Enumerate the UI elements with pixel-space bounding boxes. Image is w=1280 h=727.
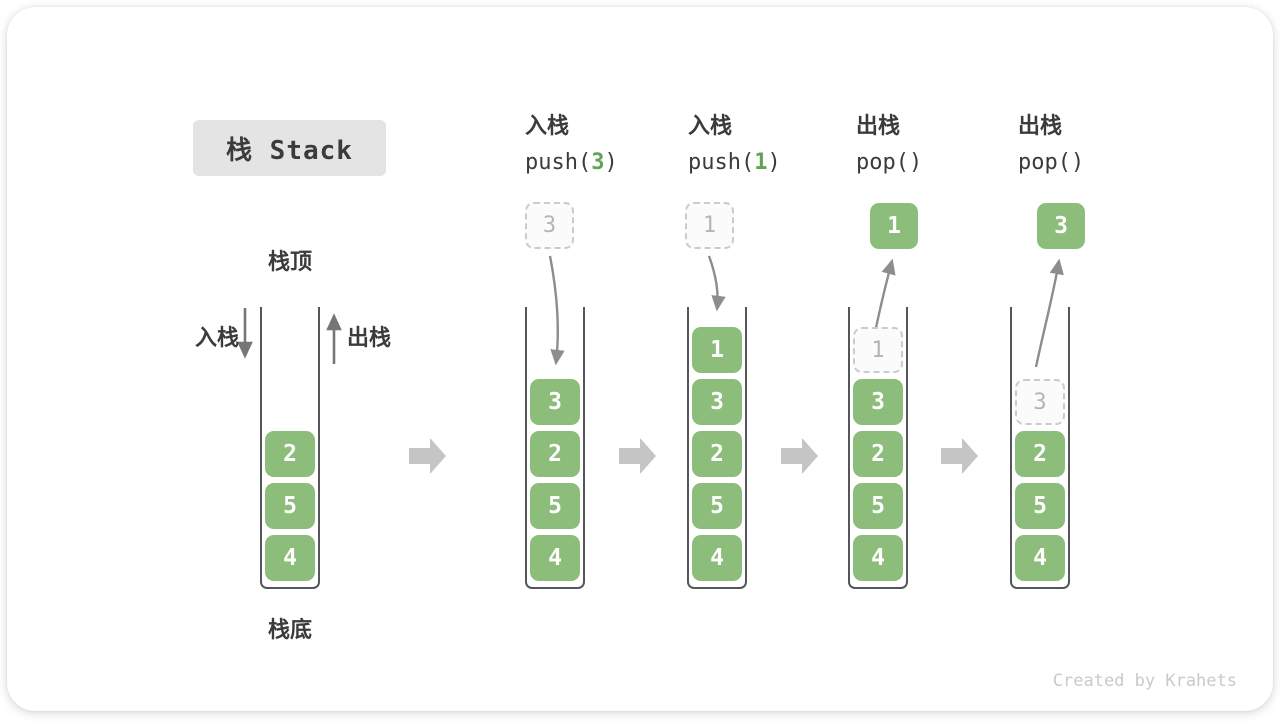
stack-container-pop3: [1010, 307, 1070, 589]
stack-item: 4: [530, 535, 580, 581]
code-pre: push(: [525, 150, 592, 175]
stack-item: 5: [265, 483, 315, 529]
stack-bottom-label: 栈底: [267, 618, 312, 643]
push-side-label: 入栈: [194, 326, 239, 351]
stack-item: 1: [692, 327, 742, 373]
op-label-pop1: 出栈: [856, 114, 901, 139]
op-code-pop1: pop(): [856, 149, 922, 177]
staged-value-box: 1: [685, 202, 734, 249]
code-pre: push(: [688, 150, 755, 175]
credit-text: Created by Krahets: [1052, 671, 1237, 691]
op-code-pop3: pop(): [1018, 149, 1084, 177]
popped-value-box: 3: [1037, 203, 1085, 249]
stack-item: 2: [853, 431, 903, 477]
code-pre: pop(: [856, 150, 909, 175]
op-label-push1: 入栈: [688, 114, 733, 139]
stack-top-label: 栈顶: [267, 250, 312, 275]
stack-item: 2: [530, 431, 580, 477]
stack-item: 2: [265, 431, 315, 477]
stack-container-push3: [525, 307, 585, 589]
stack-item: 5: [853, 483, 903, 529]
code-pre: pop(: [1018, 150, 1071, 175]
code-post: ): [908, 150, 923, 175]
stack-item: 2: [1015, 431, 1065, 477]
stack-item: 4: [692, 535, 742, 581]
code-post: ): [767, 150, 781, 175]
stack-item: 2: [692, 431, 742, 477]
arrows-overlay: [237, 255, 1064, 474]
step-arrow-icon: [619, 438, 656, 474]
stack-container-pop1: [848, 307, 908, 589]
step-arrow-icon: [409, 438, 446, 474]
code-post: ): [1070, 150, 1085, 175]
stack-item: 4: [265, 535, 315, 581]
staged-value-box: 3: [525, 202, 574, 249]
stack-item: 4: [853, 535, 903, 581]
stack-container-initial: [260, 307, 320, 589]
stack-item: 5: [692, 483, 742, 529]
stack-item: 4: [1015, 535, 1065, 581]
step-arrow-icon: [941, 438, 978, 474]
title-badge: 栈 Stack: [193, 120, 386, 176]
stack-item: 5: [1015, 483, 1065, 529]
code-post: ): [604, 150, 618, 175]
stack-item: 5: [530, 483, 580, 529]
ghost-removed-item: 1: [853, 327, 903, 373]
stack-item: 3: [853, 379, 903, 425]
stack-item: 3: [530, 379, 580, 425]
stack-container-push1: [687, 307, 747, 589]
op-label-pop3: 出栈: [1018, 114, 1063, 139]
ghost-removed-item: 3: [1015, 379, 1065, 425]
step-arrow-icon: [781, 438, 818, 474]
code-arg: 3: [591, 150, 605, 175]
op-code-push1: push(1): [688, 149, 781, 177]
popped-value-box: 1: [870, 203, 918, 249]
op-label-push3: 入栈: [525, 114, 570, 139]
pop-side-label: 出栈: [347, 326, 392, 351]
op-code-push3: push(3): [525, 149, 618, 177]
push1-drop-arrow-icon: [707, 255, 726, 312]
diagram-card: 栈 Stack 栈顶 入栈 出栈 2 5 4 栈底 入栈 push(3) 3 3…: [7, 7, 1273, 711]
stack-item: 3: [692, 379, 742, 425]
code-arg: 1: [754, 150, 768, 175]
